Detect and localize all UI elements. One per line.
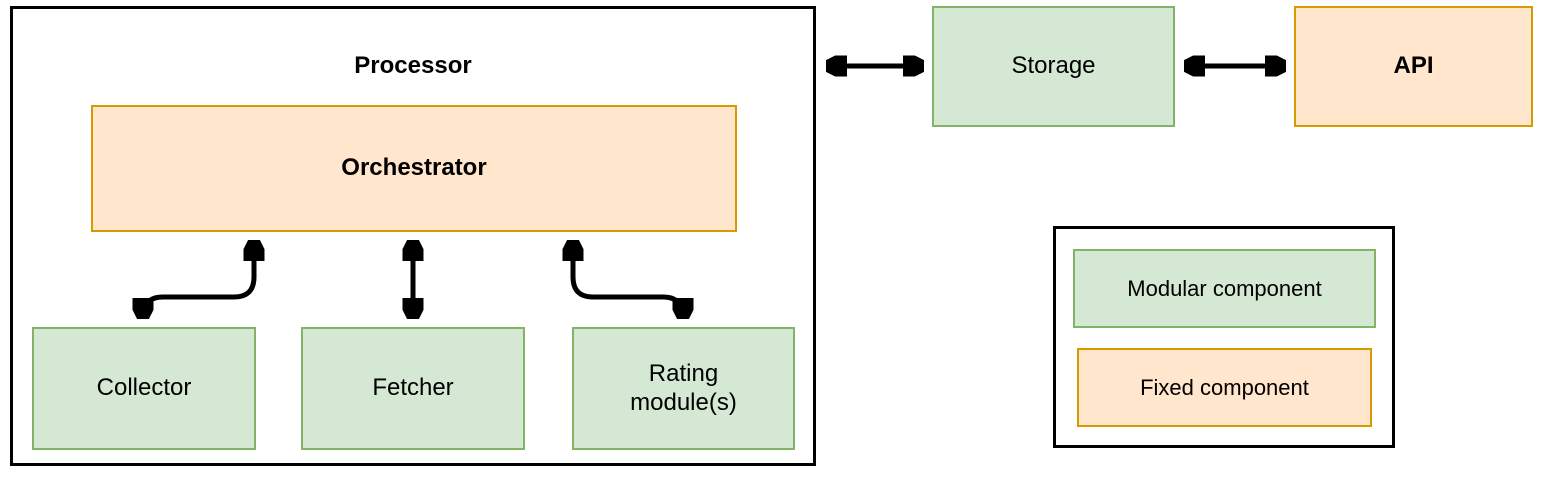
legend-label-fixed: Fixed component	[1140, 374, 1309, 400]
orchestrator-box[interactable]: Orchestrator	[91, 105, 737, 232]
legend-swatch-fixed: Fixed component	[1077, 348, 1372, 427]
storage-box[interactable]: Storage	[932, 6, 1175, 127]
collector-label: Collector	[96, 374, 192, 402]
api-box[interactable]: API	[1294, 6, 1533, 127]
storage-label: Storage	[1011, 52, 1096, 80]
rating-module-label: Rating module(s)	[630, 360, 737, 416]
legend-label-modular: Modular component	[1127, 275, 1322, 301]
fetcher-label: Fetcher	[372, 374, 454, 402]
rating-module-box[interactable]: Rating module(s)	[572, 327, 795, 450]
collector-box[interactable]: Collector	[32, 327, 256, 450]
orchestrator-label: Orchestrator	[341, 154, 487, 182]
processor-title: Processor	[354, 52, 472, 79]
fetcher-box[interactable]: Fetcher	[301, 327, 525, 450]
api-label: API	[1393, 52, 1434, 80]
legend-swatch-modular: Modular component	[1073, 249, 1376, 328]
